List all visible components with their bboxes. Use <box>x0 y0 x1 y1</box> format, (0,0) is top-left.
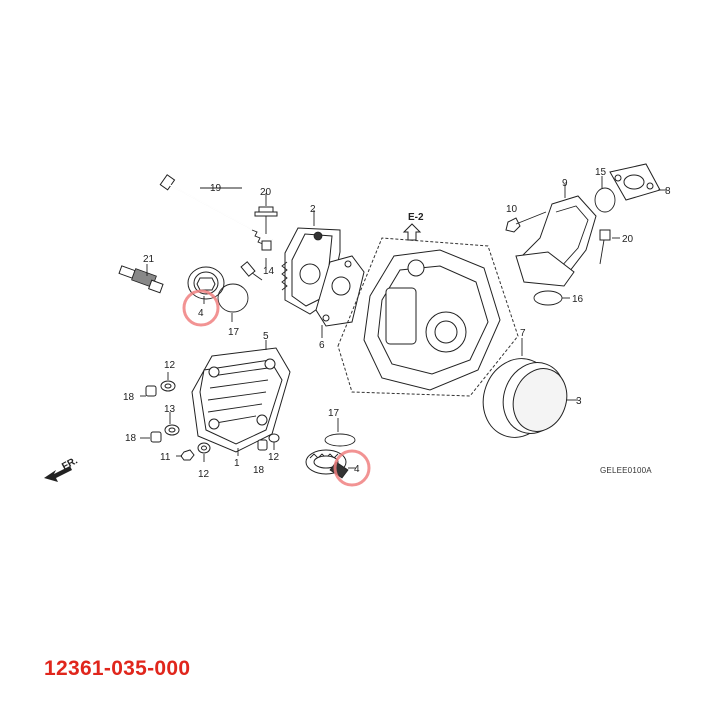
callout-17-lower: 17 <box>328 408 340 419</box>
callout-21: 21 <box>143 254 155 265</box>
spark-plug <box>118 264 164 294</box>
part-number: 12361-035-000 <box>44 657 191 680</box>
callout-18-c: 18 <box>253 465 265 476</box>
callout-4-lower: 4 <box>354 464 360 475</box>
flange-bolt-upper <box>254 193 278 234</box>
highlight-circle-lower <box>333 449 371 487</box>
callout-18-b: 18 <box>125 433 137 444</box>
diagram-ref-code: GELEE0100A <box>600 466 652 475</box>
callout-4-upper: 4 <box>198 308 204 319</box>
section-ref-label: E-2 <box>408 212 424 223</box>
callout-8: 8 <box>665 186 671 197</box>
cylinder-head-section <box>337 223 519 397</box>
callout-16: 16 <box>572 294 584 305</box>
callout-19: 19 <box>210 183 222 194</box>
cam-holder-gasket <box>315 255 365 338</box>
front-marker-label: FR. <box>60 455 80 472</box>
intake-bolt-10 <box>505 211 547 233</box>
head-nuts-washers <box>140 372 280 462</box>
tappet-cap-lower <box>305 418 356 479</box>
o-ring-16 <box>533 290 570 306</box>
callout-7: 7 <box>520 328 526 339</box>
callout-18-a: 18 <box>123 392 135 403</box>
intake-insulator <box>609 163 666 201</box>
callout-13: 13 <box>164 404 176 415</box>
front-direction-arrow: FR. <box>44 455 80 482</box>
callout-labels: 19 20 2 21 14 4 17 6 5 12 18 13 18 11 1 … <box>123 167 671 480</box>
callout-1: 1 <box>234 458 240 469</box>
callout-2: 2 <box>310 204 316 215</box>
tappet-cap-upper <box>187 266 225 304</box>
callout-6: 6 <box>319 340 325 351</box>
callout-20-right: 20 <box>622 234 634 245</box>
head-side-cover <box>482 358 578 438</box>
highlight-circle-upper <box>182 289 220 327</box>
cylinder-head-cover <box>191 340 291 456</box>
callout-12-a: 12 <box>164 360 176 371</box>
callout-10: 10 <box>506 204 518 215</box>
flange-bolt-right <box>599 229 620 265</box>
callout-12-c: 12 <box>268 452 280 463</box>
callout-5: 5 <box>263 331 269 342</box>
callout-15: 15 <box>595 167 607 178</box>
intake-pipe <box>515 184 597 287</box>
callout-11: 11 <box>160 452 171 463</box>
callout-14: 14 <box>263 266 275 277</box>
callout-17-upper: 17 <box>228 327 240 338</box>
long-stud-bolt <box>159 174 273 245</box>
small-bolt-14 <box>240 240 272 281</box>
o-ring-upper <box>217 283 249 322</box>
callout-3: 3 <box>576 396 582 407</box>
callout-20-upper: 20 <box>260 187 272 198</box>
o-ring-15 <box>594 176 616 213</box>
callout-12-b: 12 <box>198 469 210 480</box>
callout-9: 9 <box>562 178 568 189</box>
